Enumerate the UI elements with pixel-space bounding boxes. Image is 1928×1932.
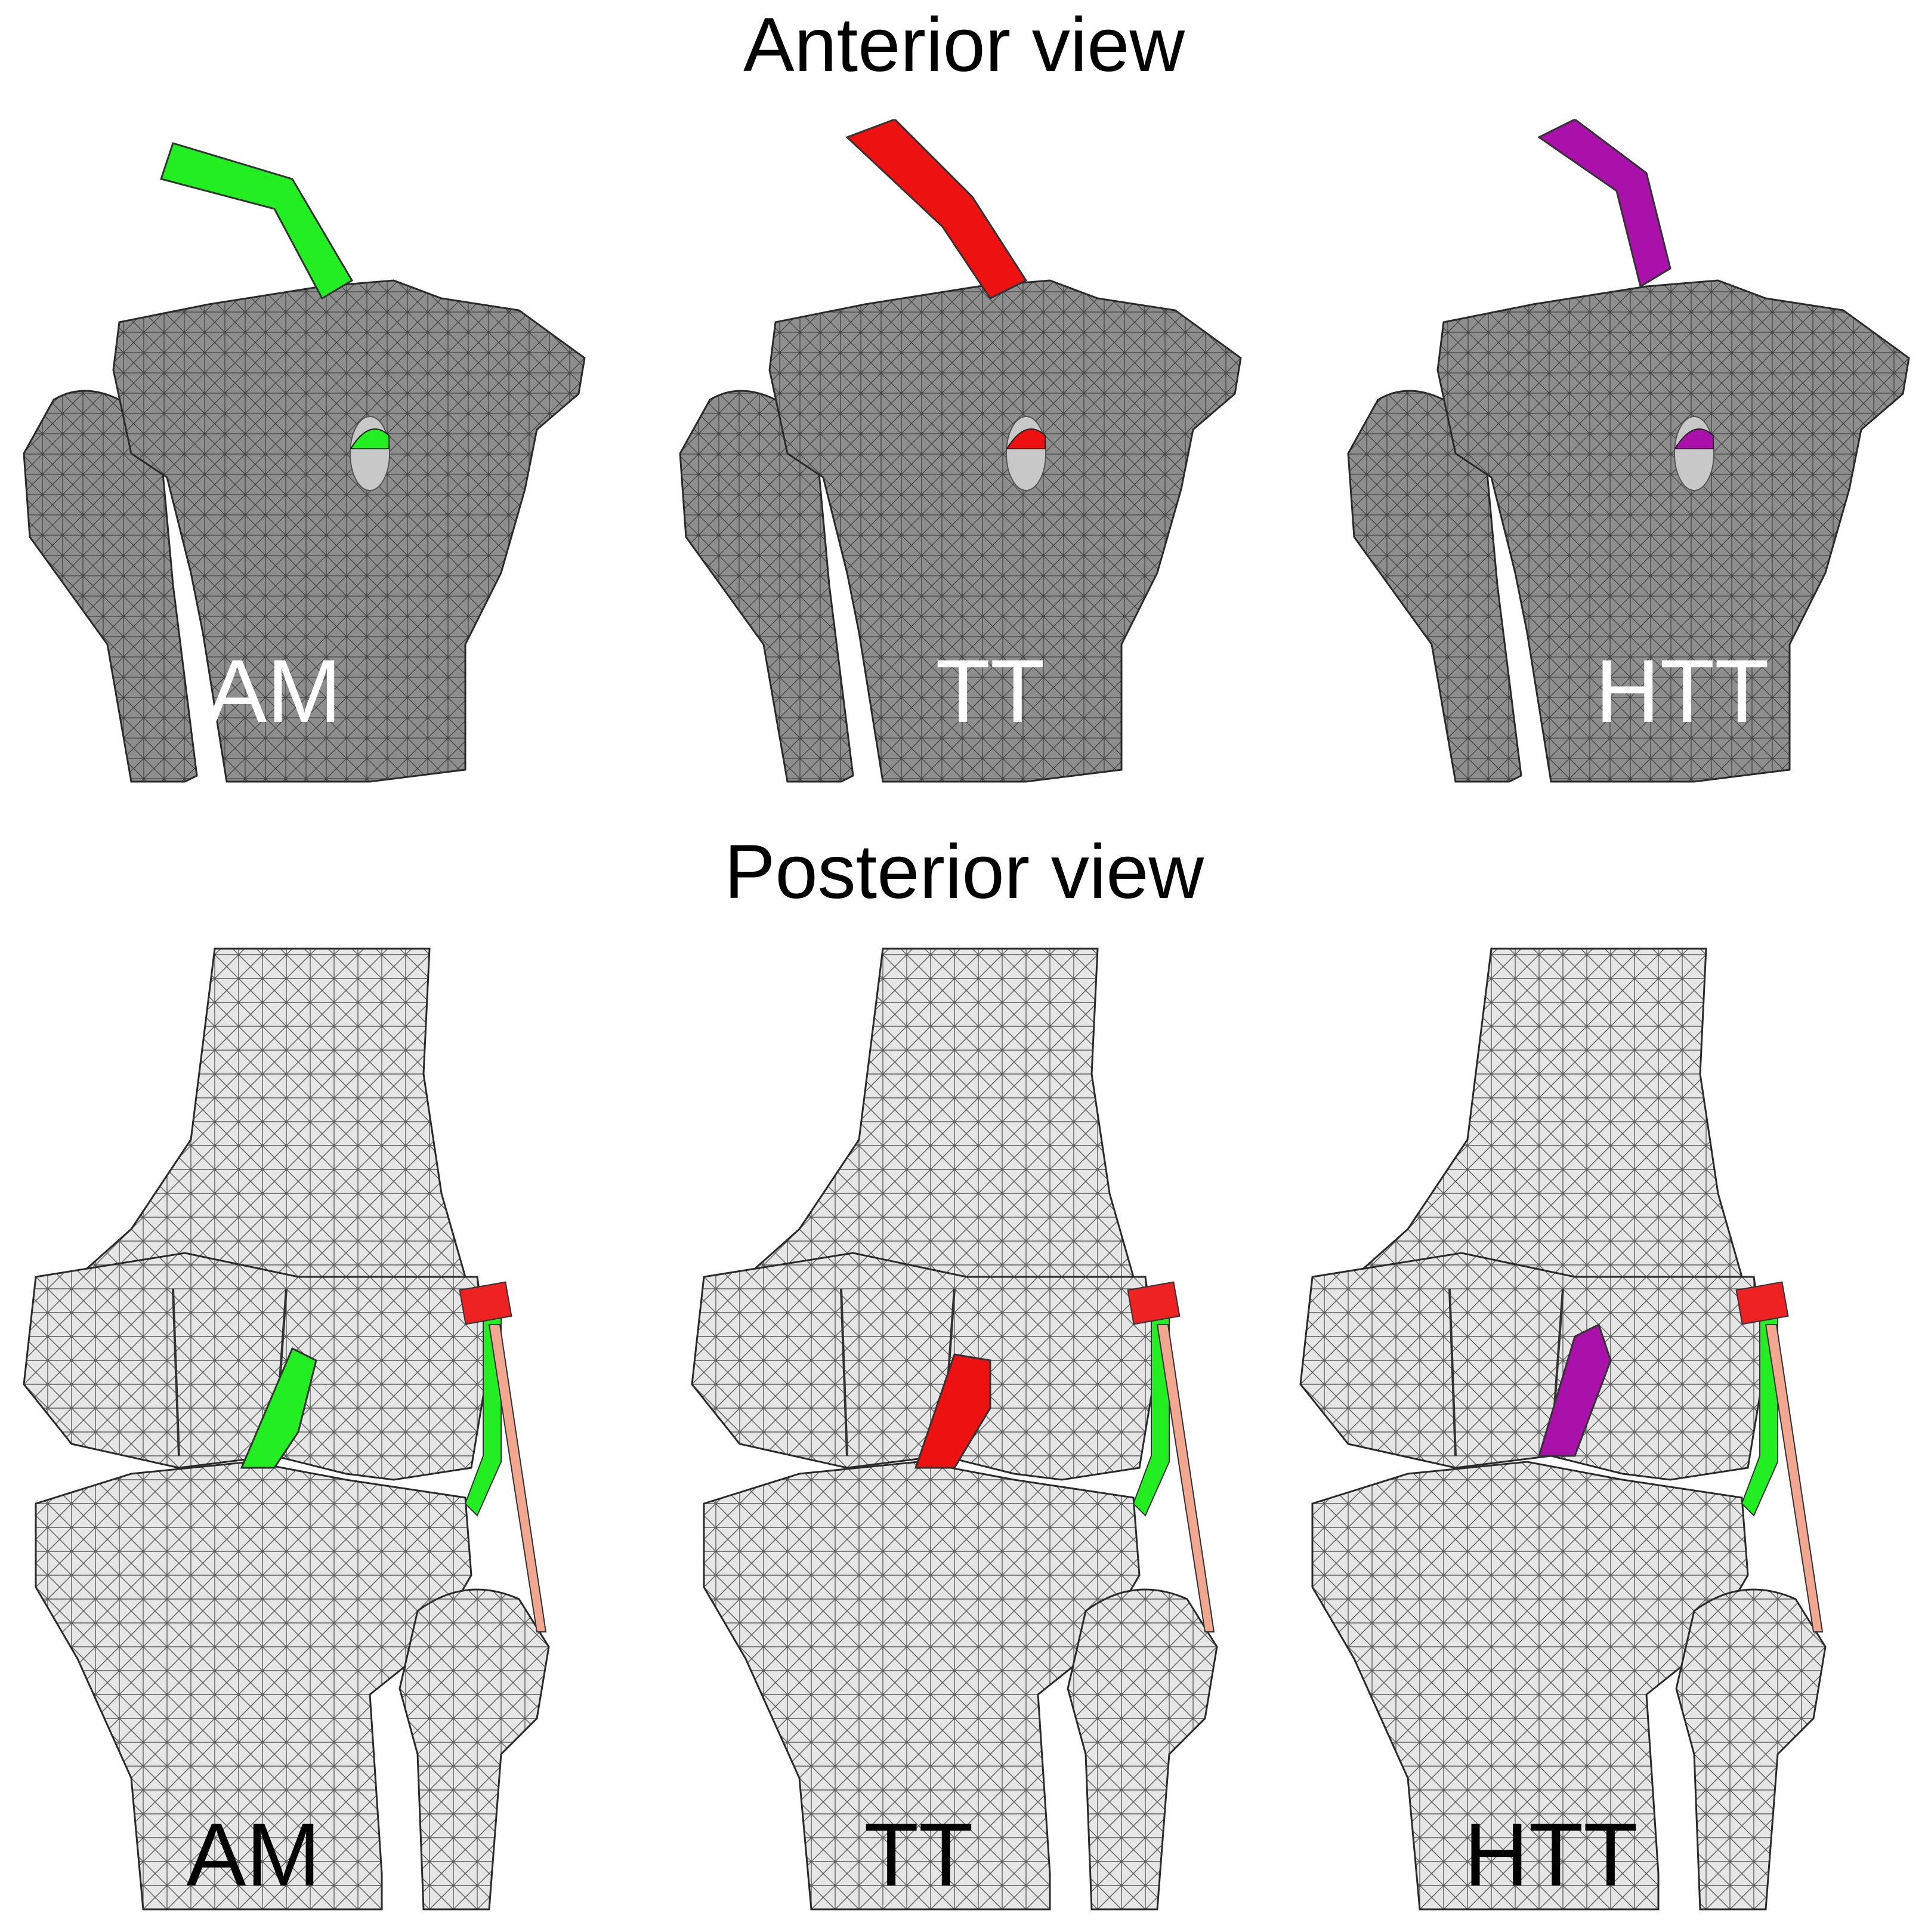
tibia-bone: [1311, 1461, 1749, 1911]
graft-tunnel-cap: [1006, 428, 1046, 449]
posterior-panel-am: AM: [23, 948, 550, 1911]
graft-bundle: [240, 1347, 317, 1469]
graft-tunnel-cap: [1674, 428, 1714, 449]
fibula-bone: [679, 390, 854, 783]
fixation-button: [459, 1281, 512, 1325]
tibia-bone: [1436, 279, 1910, 783]
tunnel-opening: [1006, 416, 1046, 491]
fixation-button: [1735, 1281, 1789, 1325]
femoral-condyles: [23, 1252, 490, 1481]
panel-label: TT: [935, 641, 1045, 741]
femur-shaft: [75, 948, 466, 1302]
femur-shaft: [1352, 948, 1743, 1302]
femoral-condyles: [1299, 1252, 1767, 1481]
fibula-bone: [1675, 1588, 1827, 1911]
panel-label: HTT: [1464, 1804, 1638, 1905]
panel-label: HTT: [1595, 641, 1769, 741]
posterior-view-title: Posterior view: [724, 829, 1204, 915]
femur-shaft: [743, 948, 1135, 1302]
graft-bundle: [160, 142, 354, 300]
graft-tunnel-cap: [350, 428, 390, 449]
femoral-condyles: [691, 1252, 1158, 1481]
tunnel-opening: [1674, 416, 1714, 491]
tunnel-opening: [350, 416, 390, 491]
fibula-bone: [23, 390, 198, 783]
anterior-view-title: Anterior view: [743, 2, 1185, 88]
guide-pin: [1156, 1324, 1215, 1632]
tibia-bone: [112, 279, 586, 783]
posterior-panel-tt: TT: [691, 948, 1218, 1911]
graft-bundle: [1537, 119, 1671, 288]
fibula-bone: [1067, 1588, 1218, 1911]
anterior-panel-am: AM: [23, 142, 586, 783]
guide-pin: [1765, 1324, 1824, 1632]
fibula-bone: [398, 1588, 550, 1911]
graft-bundle: [845, 119, 1028, 300]
anterior-panel-htt: HTT: [1347, 119, 1910, 783]
fixation-button: [1127, 1281, 1181, 1325]
posterior-panel-htt: HTT: [1299, 948, 1827, 1911]
panel-label: AM: [208, 641, 342, 741]
graft-bundle: [914, 1353, 991, 1469]
panel-label: TT: [864, 1804, 973, 1905]
tibia-bone: [35, 1461, 472, 1911]
panel-label: AM: [187, 1804, 321, 1905]
tibia-bone: [768, 279, 1242, 783]
fibula-bone: [1347, 390, 1522, 783]
anterior-panel-tt: TT: [679, 119, 1242, 783]
guide-pin: [488, 1324, 547, 1632]
graft-bundle: [1537, 1323, 1612, 1457]
